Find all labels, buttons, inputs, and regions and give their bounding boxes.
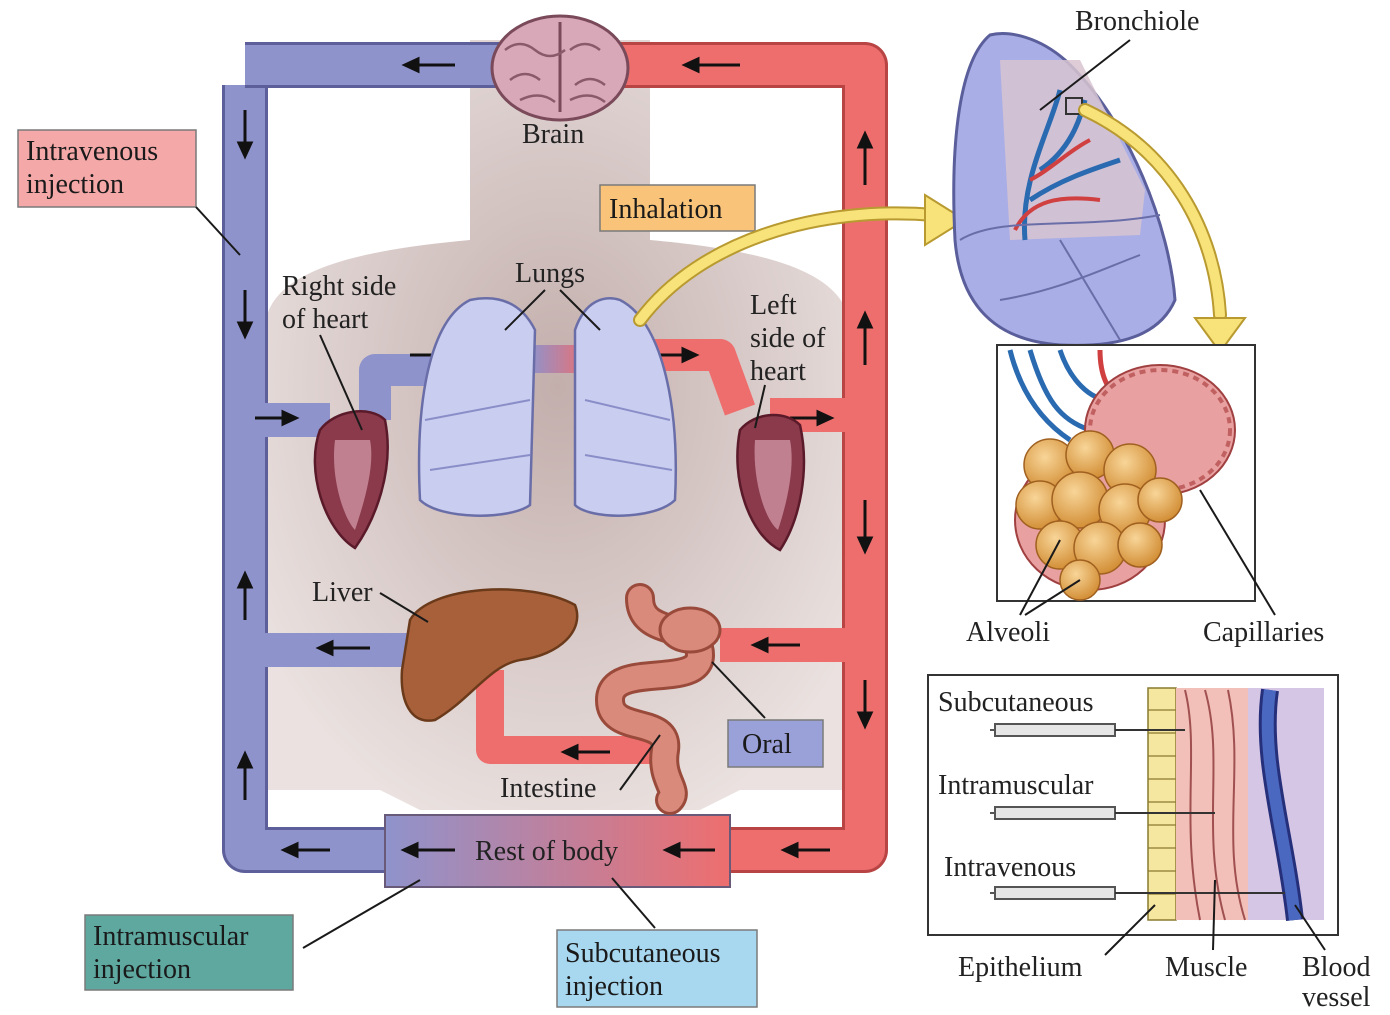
- svg-text:injection: injection: [26, 169, 124, 200]
- liver-label: Liver: [312, 577, 373, 608]
- intramuscular-label: Intramuscular: [938, 770, 1094, 801]
- right-heart-label-1: Right side: [282, 271, 396, 302]
- rest-of-body-label: Rest of body: [475, 836, 618, 867]
- inhalation-route-box: Inhalation: [600, 185, 755, 231]
- bronchiole-label: Bronchiole: [1075, 6, 1199, 37]
- subcutaneous-label: Subcutaneous: [938, 687, 1094, 718]
- svg-text:Subcutaneous: Subcutaneous: [565, 938, 721, 969]
- svg-text:Inhalation: Inhalation: [609, 194, 723, 225]
- subcutaneous-route-box: Subcutaneous injection: [557, 930, 757, 1007]
- blood-vessel-label-2: vessel: [1302, 982, 1371, 1010]
- muscle-label: Muscle: [1165, 952, 1247, 983]
- intramuscular-leader: [303, 880, 420, 948]
- lung-detail: [954, 34, 1175, 346]
- brain-label: Brain: [522, 119, 584, 150]
- brain-organ: [492, 16, 628, 120]
- right-heart-label-2: of heart: [282, 304, 369, 335]
- intramuscular-route-box: Intramuscular injection: [85, 915, 293, 990]
- lungs-label: Lungs: [515, 258, 585, 289]
- svg-text:Oral: Oral: [742, 729, 792, 760]
- left-heart-label-1: Left: [750, 290, 797, 321]
- alveoli-label: Alveoli: [966, 617, 1050, 648]
- intestine-label: Intestine: [500, 773, 596, 804]
- alveoli-detail: [997, 345, 1255, 601]
- left-heart-label-2: side of: [750, 323, 826, 354]
- intravenous-label: Intravenous: [944, 852, 1076, 883]
- svg-text:injection: injection: [93, 954, 191, 985]
- svg-text:Intramuscular: Intramuscular: [93, 921, 249, 952]
- capillaries-label: Capillaries: [1203, 617, 1324, 648]
- blood-vessel-label-1: Blood: [1302, 952, 1370, 983]
- left-heart-label-3: heart: [750, 356, 806, 387]
- svg-text:injection: injection: [565, 971, 663, 1002]
- intravenous-route-box: Intravenous injection: [18, 130, 196, 207]
- oral-route-box: Oral: [728, 720, 823, 767]
- epithelium-label: Epithelium: [958, 952, 1083, 983]
- svg-text:Intravenous: Intravenous: [26, 136, 158, 167]
